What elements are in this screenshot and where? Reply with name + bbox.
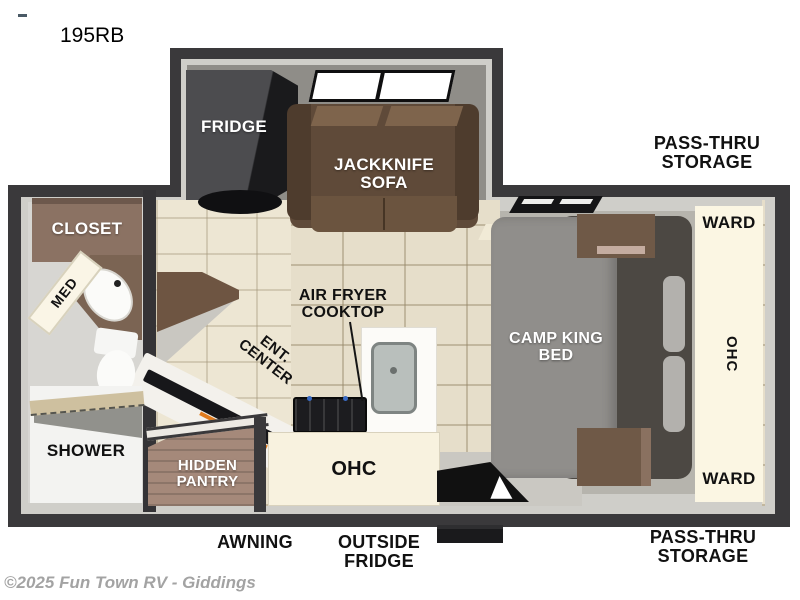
- bed-pillow-top: [663, 276, 685, 352]
- watermark: ©2025 Fun Town RV - Giddings: [4, 573, 256, 592]
- air-fryer-label-line2: COOKTOP: [301, 304, 385, 322]
- bed-pillow-bottom: [663, 356, 685, 432]
- sofa-label: JACKKNIFE SOFA: [300, 155, 468, 193]
- ward-bottom-label: WARD: [702, 469, 756, 488]
- pass-thru-top-line2: STORAGE: [661, 152, 753, 173]
- ohc-kitchen-cabinet: [268, 432, 440, 506]
- fridge: [186, 70, 298, 200]
- entry-step: [437, 525, 503, 543]
- pass-thru-bottom-line1: PASS-THRU: [649, 527, 757, 547]
- nightstand-top: [577, 214, 655, 258]
- hidden-pantry-label-line1: HIDDEN: [177, 457, 238, 474]
- cooktop: [293, 396, 367, 433]
- vent-slit-right: [559, 198, 594, 204]
- pass-thru-bottom-label: PASS-THRU STORAGE: [628, 527, 778, 567]
- bed-label-line1: CAMP KING: [509, 330, 603, 347]
- air-fryer-label: AIR FRYER COOKTOP: [278, 287, 408, 322]
- sofa-arm-left: [287, 104, 311, 220]
- cooktop-knob2: [343, 396, 348, 401]
- fridge-label: FRIDGE: [200, 117, 268, 136]
- model-label: 195RB: [60, 24, 125, 47]
- hidden-pantry-label-line2: PANTRY: [176, 473, 239, 491]
- ohc-bedroom-label: OHC: [723, 335, 741, 373]
- hidden-pantry-label: HIDDEN PANTRY: [155, 457, 260, 491]
- outside-fridge-line2: FRIDGE: [344, 551, 414, 572]
- closet-cabinet: [32, 198, 142, 262]
- outside-fridge-line1: OUTSIDE: [337, 532, 421, 552]
- sofa-label-line1: JACKKNIFE: [334, 155, 434, 174]
- sofa-back-cushion-left: [310, 106, 384, 126]
- pass-thru-top-line1: PASS-THRU: [653, 133, 761, 153]
- kitchen-sink: [371, 342, 417, 414]
- sofa-back-cushion-right: [384, 106, 464, 126]
- bed-label: CAMP KING BED: [491, 330, 621, 365]
- artifact-mark: [18, 14, 27, 17]
- ohc-kitchen-label: OHC: [331, 458, 377, 480]
- closet-label: CLOSET: [51, 219, 123, 238]
- shower-label: SHOWER: [46, 441, 126, 460]
- pantry-right-wall: [254, 417, 266, 512]
- sink-drain: [390, 367, 397, 374]
- wardrobe-strip: [695, 206, 763, 502]
- roof-vent: [509, 196, 603, 213]
- ward-top-label: WARD: [702, 213, 756, 232]
- pass-thru-top-label: PASS-THRU STORAGE: [633, 133, 781, 173]
- cooktop-knob: [307, 396, 312, 401]
- air-fryer-label-line1: AIR FRYER: [298, 287, 388, 304]
- awning-label: AWNING: [217, 532, 293, 552]
- nightstand-top-trim: [596, 245, 645, 255]
- pass-thru-bottom-line2: STORAGE: [657, 546, 749, 567]
- window-divider: [375, 73, 385, 99]
- faucet: [114, 280, 121, 287]
- sofa-label-line2: SOFA: [360, 173, 408, 193]
- outside-fridge-label: OUTSIDE FRIDGE: [313, 532, 445, 572]
- fridge-shadow: [198, 190, 282, 214]
- window: [308, 70, 456, 102]
- bed-label-line2: BED: [538, 347, 574, 365]
- sofa-seat-divider: [383, 198, 385, 230]
- vent-slit-left: [521, 198, 555, 204]
- nightstand-bottom: [577, 428, 651, 486]
- sofa-arm-right: [455, 104, 479, 220]
